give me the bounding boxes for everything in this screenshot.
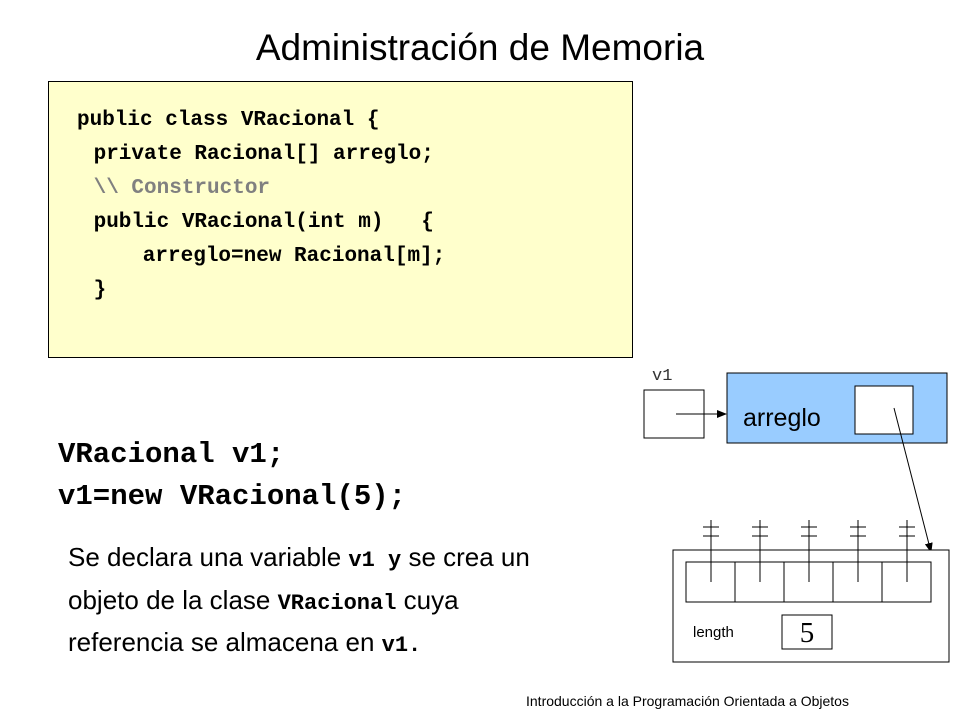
variable-v1-label: v1 <box>652 367 673 386</box>
desc-text-3: cuya referencia se almacena en <box>68 584 459 658</box>
field-arreglo-slot <box>854 385 914 435</box>
array-length-value: 5 <box>799 617 815 649</box>
desc-code-v1-end: v1. <box>381 633 422 658</box>
code-block: public class VRacional { private Raciona… <box>48 81 633 358</box>
desc-code-v1: v1 y <box>348 548 402 573</box>
code-line-close-brace: } <box>81 279 107 302</box>
desc-code-vracional: VRacional <box>277 590 397 616</box>
statement-declaration: VRacional v1; <box>58 438 285 471</box>
code-line-constructor: public VRacional(int m) { <box>81 211 434 234</box>
desc-text-1: Se declara una variable <box>68 542 349 572</box>
field-arreglo-label: arreglo <box>743 404 821 432</box>
code-line-comment: \\ Constructor <box>81 177 271 200</box>
reference-arrow-arreglo <box>893 407 933 553</box>
desc-text-2: se crea un objeto de la clase <box>68 542 530 615</box>
slide-title: Administración de Memoria <box>255 27 705 68</box>
array-length-label: length <box>693 624 734 641</box>
code-line-assignment: arreglo=new Racional[m]; <box>105 245 446 268</box>
array-cells <box>685 520 932 603</box>
code-line-field: private Racional[] arreglo; <box>81 143 434 166</box>
statement-instantiation: v1=new VRacional(5); <box>58 480 407 513</box>
code-line-class: public class VRacional { <box>77 109 380 132</box>
length-value-box <box>781 614 833 650</box>
footer-course-title: Introducción a la Programación Orientada… <box>526 693 849 709</box>
description-text: Se declara una variable v1 y se crea un … <box>68 538 568 666</box>
